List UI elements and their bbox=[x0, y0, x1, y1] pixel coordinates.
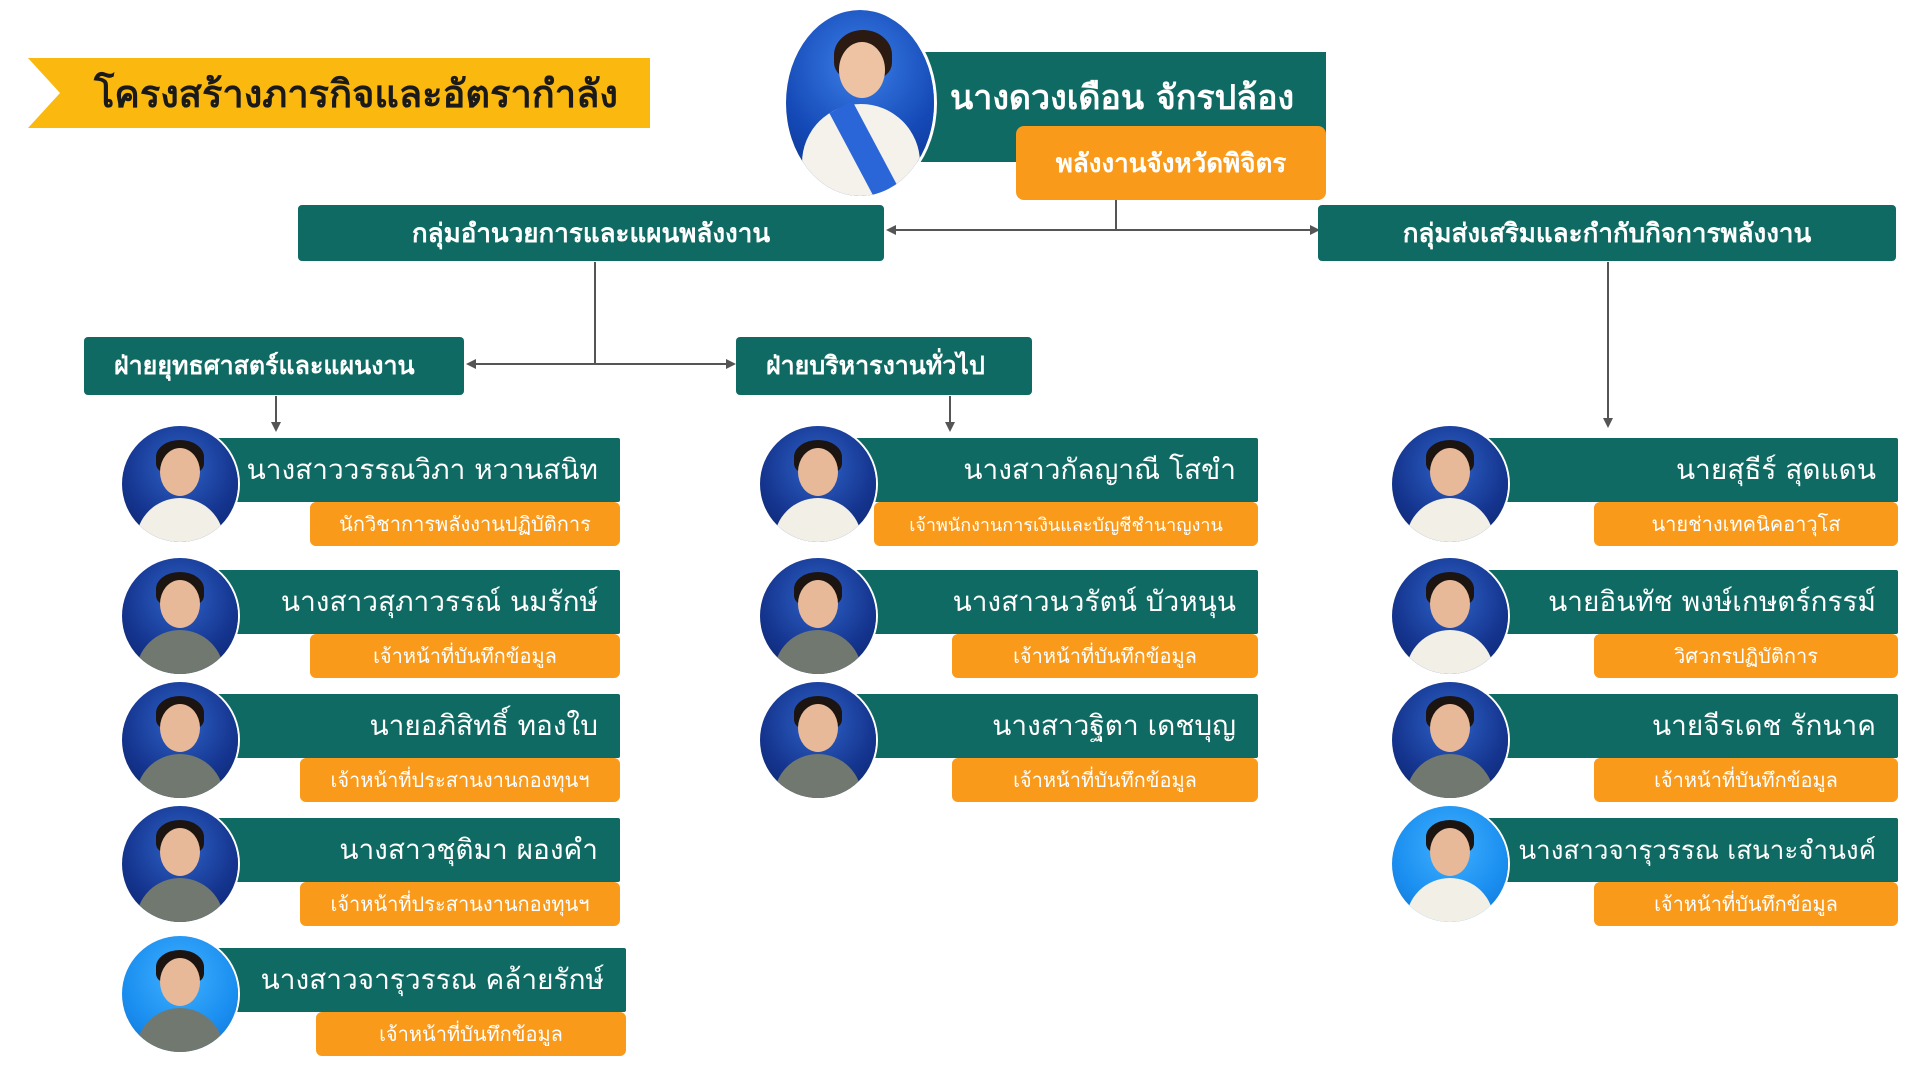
dept-strategy-planning: ฝ่ายยุทธศาสตร์และแผนงาน bbox=[84, 337, 464, 395]
member-card: นางสาวฐิตา เดชบุญ เจ้าหน้าที่บันทึกข้อมู… bbox=[760, 682, 1258, 802]
member-role: เจ้าพนักงานการเงินและบัญชีชำนาญงาน bbox=[874, 502, 1258, 546]
person-photo-icon bbox=[1392, 682, 1508, 798]
member-role: เจ้าหน้าที่บันทึกข้อมูล bbox=[316, 1012, 626, 1056]
person-photo-icon bbox=[1392, 558, 1508, 674]
group-admin-planning: กลุ่มอำนวยการและแผนพลังงาน bbox=[298, 205, 884, 261]
person-photo-icon bbox=[760, 558, 876, 674]
person-photo-icon bbox=[122, 682, 238, 798]
member-role: เจ้าหน้าที่ประสานงานกองทุนฯ bbox=[300, 882, 620, 926]
member-role: เจ้าหน้าที่บันทึกข้อมูล bbox=[952, 634, 1258, 678]
member-card: นางสาวชุติมา ผองคำ เจ้าหน้าที่ประสานงานก… bbox=[122, 806, 620, 926]
person-photo-icon bbox=[122, 806, 238, 922]
member-card: นายจีรเดช รักนาค เจ้าหน้าที่บันทึกข้อมูล bbox=[1392, 682, 1898, 802]
person-photo-icon bbox=[760, 426, 876, 542]
member-role: นายช่างเทคนิคอาวุโส bbox=[1594, 502, 1898, 546]
person-photo-icon bbox=[1392, 426, 1508, 542]
person-photo-icon bbox=[122, 558, 238, 674]
page-title: โครงสร้างภารกิจและอัตรากำลัง bbox=[28, 58, 650, 128]
member-card: นางสาวจารุวรรณ เสนาะจำนงค์ เจ้าหน้าที่บั… bbox=[1392, 806, 1898, 926]
member-role: เจ้าหน้าที่บันทึกข้อมูล bbox=[310, 634, 620, 678]
member-card: นายอภิสิทธิ์ ทองใบ เจ้าหน้าที่ประสานงานก… bbox=[122, 682, 620, 802]
member-role: นักวิชาการพลังงานปฏิบัติการ bbox=[310, 502, 620, 546]
member-role: เจ้าหน้าที่ประสานงานกองทุนฯ bbox=[300, 758, 620, 802]
member-card: นางสาวนวรัตน์ บัวหนุน เจ้าหน้าที่บันทึกข… bbox=[760, 558, 1258, 678]
member-role: เจ้าหน้าที่บันทึกข้อมูล bbox=[952, 758, 1258, 802]
member-role: เจ้าหน้าที่บันทึกข้อมูล bbox=[1594, 882, 1898, 926]
member-role: เจ้าหน้าที่บันทึกข้อมูล bbox=[1594, 758, 1898, 802]
person-photo-icon bbox=[122, 426, 238, 542]
person-photo-icon bbox=[122, 936, 238, 1052]
member-card: นางสาววรรณวิภา หวานสนิท นักวิชาการพลังงา… bbox=[122, 426, 620, 546]
member-card: นางสาวกัลญาณี โสขำ เจ้าพนักงานการเงินและ… bbox=[760, 426, 1258, 546]
dept-general-admin: ฝ่ายบริหารงานทั่วไป bbox=[736, 337, 1032, 395]
member-role: วิศวกรปฏิบัติการ bbox=[1594, 634, 1898, 678]
person-photo-icon bbox=[1392, 806, 1508, 922]
member-card: นายสุธีร์ สุดแดน นายช่างเทคนิคอาวุโส bbox=[1392, 426, 1898, 546]
director-photo-icon bbox=[786, 10, 934, 196]
member-card: นายอินทัช พงษ์เกษตร์กรรม์ วิศวกรปฏิบัติก… bbox=[1392, 558, 1898, 678]
director-position: พลังงานจังหวัดพิจิตร bbox=[1016, 126, 1326, 200]
group-promotion-regulation: กลุ่มส่งเสริมและกำกับกิจการพลังงาน bbox=[1318, 205, 1896, 261]
member-card: นางสาวจารุวรรณ คล้ายรักษ์ เจ้าหน้าที่บัน… bbox=[122, 936, 626, 1056]
member-card: นางสาวสุภาวรรณ์ นมรักษ์ เจ้าหน้าที่บันทึ… bbox=[122, 558, 620, 678]
person-photo-icon bbox=[760, 682, 876, 798]
